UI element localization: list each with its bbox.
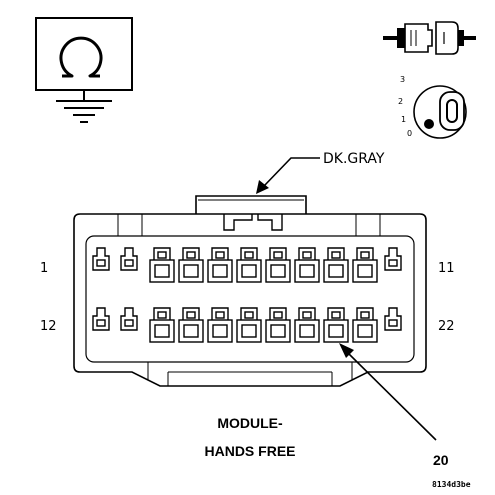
- pin-20-callout: 20: [339, 343, 449, 468]
- cavity-terminal: [236, 247, 262, 283]
- cavity-terminal: [294, 247, 320, 283]
- cavity-terminal: [178, 247, 204, 283]
- connector-body: [73, 195, 427, 387]
- cavity-clip: [92, 247, 110, 271]
- pin-label-20: 20: [433, 452, 449, 468]
- cavity-terminal: [207, 307, 233, 343]
- cavity-clip: [384, 247, 402, 271]
- ohm-ground-icon: [35, 17, 133, 123]
- wire-color-callout: DK.GRAY: [256, 151, 385, 194]
- cavity-terminal: [149, 307, 175, 343]
- wire-color-label: DK.GRAY: [323, 151, 385, 167]
- cavity-terminal: [265, 307, 291, 343]
- key-position-2: 2: [398, 97, 403, 106]
- key-position-0: 0: [407, 129, 412, 138]
- cavity-clip: [384, 307, 402, 331]
- cavity-clip: [120, 247, 138, 271]
- component-name-line2: HANDS FREE: [204, 443, 295, 459]
- cavity-clip: [120, 307, 138, 331]
- cavity-terminal: [149, 247, 175, 283]
- pin-label-11: 11: [438, 261, 455, 276]
- connector-cavities: [92, 247, 402, 343]
- cavity-terminal: [294, 307, 320, 343]
- cavity-terminal: [265, 247, 291, 283]
- cavity-clip: [92, 307, 110, 331]
- component-name-line1: MODULE-: [217, 415, 283, 431]
- cavity-terminal: [352, 307, 378, 343]
- pin-label-22: 22: [438, 319, 455, 334]
- key-position-1: 1: [401, 115, 406, 124]
- plug-connector-icon: [383, 21, 476, 55]
- cavity-terminal: [352, 247, 378, 283]
- cavity-terminal: [236, 307, 262, 343]
- ignition-key-icon: 3 2 1 0: [398, 75, 467, 139]
- cavity-terminal: [323, 307, 349, 343]
- cavity-terminal: [323, 247, 349, 283]
- key-position-3: 3: [400, 75, 405, 84]
- pin-label-1: 1: [40, 261, 48, 276]
- figure-id: 8134d3be: [432, 480, 471, 489]
- cavity-terminal: [178, 307, 204, 343]
- pin-label-12: 12: [40, 319, 57, 334]
- cavity-terminal: [207, 247, 233, 283]
